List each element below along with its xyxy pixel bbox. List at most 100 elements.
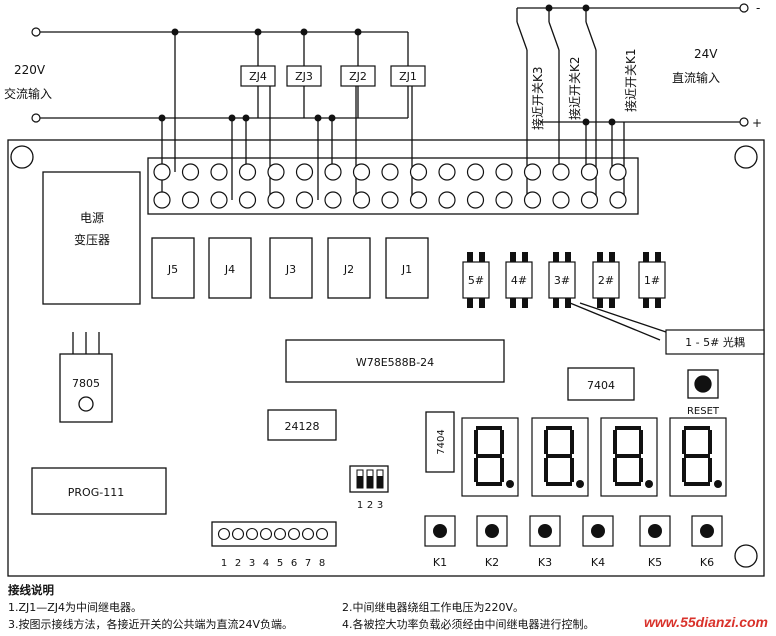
terminal-screw: [609, 191, 627, 209]
dip-switch-knob: [357, 476, 363, 488]
terminal-screw: [466, 191, 485, 209]
header-pin-label: 3: [249, 558, 255, 569]
key-cap: [591, 524, 605, 538]
junction-dot: [228, 114, 236, 122]
terminal-screw: [495, 163, 513, 181]
optocoupler-pin: [479, 298, 485, 308]
junction-dot: [582, 118, 590, 126]
reset-label: RESET: [687, 406, 720, 417]
relay-j1-label: J1: [401, 263, 412, 276]
terminal-screw: [580, 163, 599, 181]
junction-dot: [171, 28, 179, 36]
ac-neutral-terminal: [31, 113, 41, 123]
intermediate-relay-coil: [340, 65, 376, 87]
key-cap: [538, 524, 552, 538]
terminal-screw: [153, 191, 171, 209]
terminal-screw: [238, 163, 257, 181]
terminal-screw: [181, 163, 200, 181]
intermediate-relay-label: ZJ2: [349, 70, 367, 83]
digit-8-segments: [474, 426, 504, 486]
terminal-screw: [210, 191, 228, 209]
header-pin: [259, 527, 273, 541]
dip-switch-label: 2: [367, 500, 373, 511]
optocoupler: [638, 261, 666, 299]
optocoupler-label: 5#: [468, 274, 484, 287]
header-pin-label: 7: [305, 558, 311, 569]
optocoupler-pin: [522, 252, 528, 262]
note-1: 1.ZJ1—ZJ4为中间继电器。: [8, 601, 143, 614]
relay-j2-label: J2: [343, 263, 354, 276]
ac-voltage: 220V: [14, 63, 46, 77]
optocoupler-pin: [522, 298, 528, 308]
intermediate-relay-label: ZJ4: [249, 70, 267, 83]
terminal-screw: [381, 191, 399, 209]
dip-switch-label: 1: [357, 500, 363, 511]
junction-dot: [328, 114, 336, 122]
terminal-screw: [153, 163, 171, 181]
terminal-screw: [267, 163, 285, 181]
header-pin-label: 8: [319, 558, 325, 569]
ic-7404-a-label: 7404: [587, 379, 615, 392]
dip-switch-knob: [377, 476, 383, 488]
junction-dot: [354, 28, 362, 36]
junction-dot: [300, 28, 308, 36]
terminal-screw: [466, 163, 485, 181]
header-pin: [217, 527, 231, 541]
key-label: K6: [700, 556, 714, 569]
optocoupler-pin: [467, 298, 473, 308]
intermediate-relay-label: ZJ3: [295, 70, 313, 83]
note-4: 4.各被控大功率负载必须经由中间继电器进行控制。: [342, 618, 595, 631]
note-2: 2.中间继电器绕组工作电压为220V。: [342, 601, 525, 614]
optocoupler-pin: [643, 252, 649, 262]
junction-dot: [608, 118, 616, 126]
optocoupler-pin: [655, 298, 661, 308]
dc-label: 直流输入: [672, 70, 720, 85]
proximity-switch-k2-label: 接近开关K2: [567, 56, 582, 120]
header-pin: [273, 527, 287, 541]
dip-switch-knob: [367, 476, 373, 488]
dc-voltage: 24V: [694, 47, 718, 61]
proximity-switch-k3-label: 接近开关K3: [530, 66, 545, 130]
optocoupler: [505, 261, 533, 299]
digit-8-segments: [613, 426, 643, 486]
junction-dot: [254, 28, 262, 36]
key-label: K5: [648, 556, 662, 569]
terminal-screw: [324, 163, 342, 181]
note-3: 3.按图示接线方法，各接近开关的公共端为直流24V负端。: [8, 618, 294, 631]
terminal-screw: [295, 191, 314, 209]
optocoupler-label: 4#: [511, 274, 527, 287]
optocoupler: [462, 261, 490, 299]
junction-dot: [582, 4, 590, 12]
decimal-point: [714, 480, 722, 488]
intermediate-relay-coil: [286, 65, 322, 87]
mcu-label: W78E588B-24: [356, 356, 434, 369]
terminal-screw: [580, 191, 599, 209]
junction-dot: [314, 114, 322, 122]
terminal-screw: [523, 191, 542, 209]
header-pin-label: 4: [263, 558, 269, 569]
optocoupler-pin: [510, 252, 516, 262]
terminal-screw: [324, 191, 342, 209]
eeprom-label: 24128: [285, 420, 320, 433]
terminal-screw: [352, 163, 371, 181]
terminal-screw: [552, 191, 570, 209]
key-label: K2: [485, 556, 499, 569]
watermark: www.55dianzi.com: [644, 614, 768, 630]
optocoupler-callout: 1 - 5# 光耦: [685, 335, 745, 349]
junction-dot: [545, 4, 553, 12]
optocoupler-pin: [609, 252, 615, 262]
dc-plus-terminal: [739, 117, 749, 127]
key-cap: [485, 524, 499, 538]
key-label: K1: [433, 556, 447, 569]
digit-8-segments: [544, 426, 574, 486]
junction-dot: [242, 114, 250, 122]
optocoupler-pin: [597, 252, 603, 262]
header-pin: [245, 527, 259, 541]
dc-plus-sign: +: [752, 116, 762, 130]
terminal-screw: [552, 163, 570, 181]
terminal-screw: [352, 191, 371, 209]
optocoupler-pin: [655, 252, 661, 262]
header-pin: [315, 527, 329, 541]
intermediate-relay-coil: [390, 65, 426, 87]
terminal-screw: [267, 191, 285, 209]
